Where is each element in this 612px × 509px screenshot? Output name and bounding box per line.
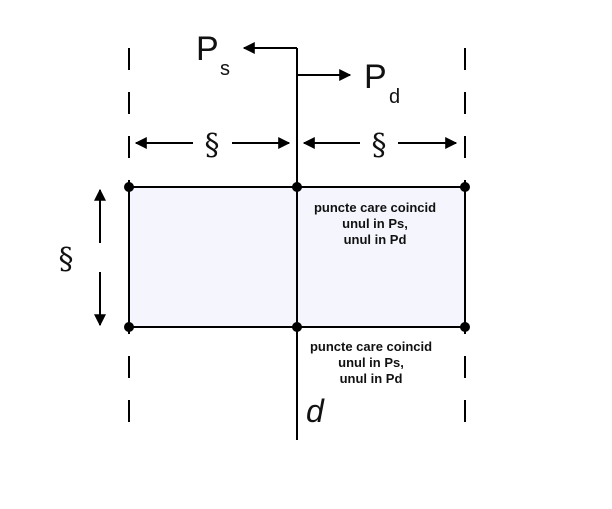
point-bottom-middle [292,322,302,332]
point-bottom-right [460,322,470,332]
section-label-vertical: § [59,242,74,277]
section-label-left: § [205,128,220,163]
pd-label: P [364,58,387,96]
note-bottom-line-3: unul in Pd [340,371,403,386]
note-bottom-line-1: puncte care coincid [310,339,432,354]
point-top-right [460,182,470,192]
point-top-left [124,182,134,192]
note-bottom-line-2: unul in Ps, [338,355,404,370]
point-bottom-left [124,322,134,332]
note-top-line-2: unul in Ps, [342,216,408,231]
note-top-line-3: unul in Pd [344,232,407,247]
ps-subscript: s [220,58,230,80]
line-d-label: d [306,393,325,429]
ps-label: P [196,30,219,68]
section-label-right: § [372,128,387,163]
note-top-line-1: puncte care coincid [314,200,436,215]
pd-subscript: d [389,86,400,108]
point-top-middle [292,182,302,192]
